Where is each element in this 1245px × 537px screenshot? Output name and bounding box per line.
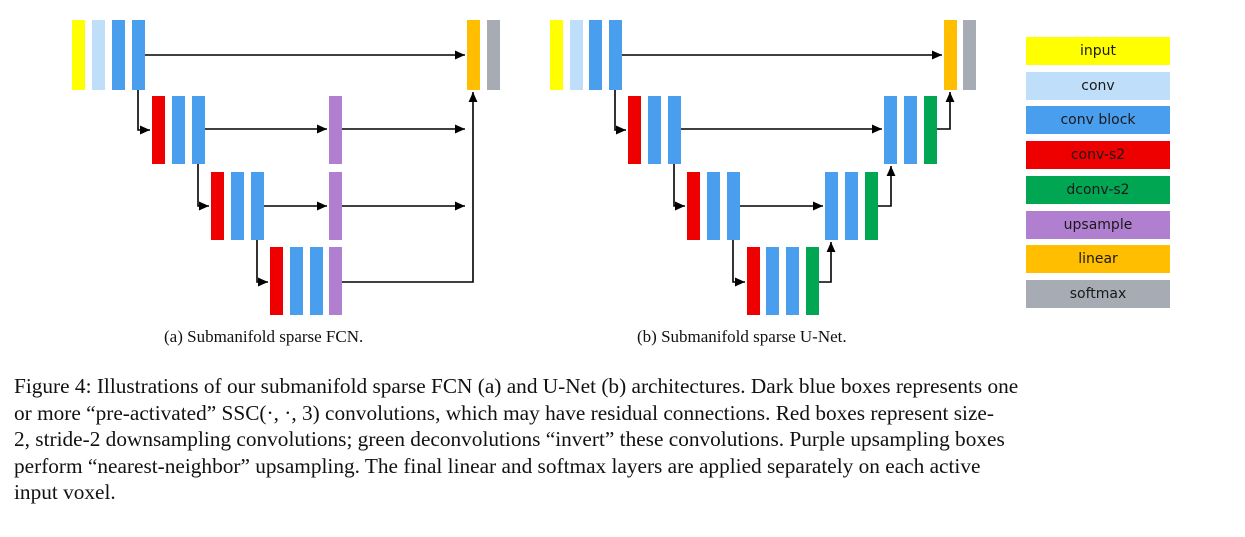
down-arrow	[256, 240, 268, 287]
conv-block-box	[609, 20, 622, 90]
caption-line: perform “nearest-neighbor” upsampling. T…	[14, 453, 981, 478]
caption-line: or more “pre-activated” SSC(·, ·, 3) con…	[14, 400, 994, 425]
linear-box	[467, 20, 480, 90]
caption-line: Figure 4: Illustrations of our submanifo…	[14, 374, 1019, 398]
softmax-box	[963, 20, 976, 90]
conv-block-box	[132, 20, 145, 90]
conv-block-box	[192, 96, 205, 164]
conv-block-box	[290, 247, 303, 315]
input-box	[72, 20, 85, 90]
up-arrow	[819, 242, 836, 283]
conv-box	[570, 20, 583, 90]
legend-input: input	[1026, 37, 1170, 65]
fcn-diagram	[72, 20, 500, 315]
dconv-s2-box	[865, 172, 878, 240]
legend-softmax: softmax	[1026, 279, 1170, 308]
conv-block-box	[727, 172, 740, 240]
caption-line: input voxel.	[14, 480, 116, 505]
architecture-diagrams	[72, 20, 976, 315]
unet-diagram	[550, 20, 976, 315]
up-arrow	[937, 92, 955, 130]
conv-s2-box	[747, 247, 760, 315]
upsample-box	[329, 247, 342, 315]
dconv-s2-box	[806, 247, 819, 315]
merge-arrow	[342, 92, 478, 283]
caption-line: 2, stride-2 downsampling convolutions; g…	[14, 427, 1005, 452]
conv-block-box	[884, 96, 897, 164]
conv-block-box	[707, 172, 720, 240]
conv-block-box	[172, 96, 185, 164]
linear-box	[944, 20, 957, 90]
conv-s2-box	[270, 247, 283, 315]
conv-block-box	[648, 96, 661, 164]
conv-s2-box	[687, 172, 700, 240]
conv-block-box	[766, 247, 779, 315]
conv-block-box	[112, 20, 125, 90]
conv-block-box	[786, 247, 799, 315]
legend-linear: linear	[1026, 245, 1170, 274]
conv-block-box	[251, 172, 264, 240]
figure-caption: Figure 4: Illustrations of our submanifo…	[14, 373, 1230, 506]
down-arrow	[137, 90, 150, 135]
conv-block-box	[904, 96, 917, 164]
conv-box	[92, 20, 105, 90]
conv-s2-box	[152, 96, 165, 164]
dconv-s2-box	[924, 96, 937, 164]
up-arrow	[878, 166, 896, 207]
down-arrow	[614, 90, 626, 135]
conv-s2-box	[628, 96, 641, 164]
down-arrow	[673, 164, 685, 211]
conv-block-box	[310, 247, 323, 315]
conv-block-box	[589, 20, 602, 90]
fcn-subcaption: (a) Submanifold sparse FCN.	[164, 327, 364, 346]
legend-dconv-s2: dconv-s2	[1026, 175, 1170, 204]
conv-block-box	[231, 172, 244, 240]
conv-block-box	[845, 172, 858, 240]
upsample-box	[329, 96, 342, 164]
unet-subcaption: (b) Submanifold sparse U-Net.	[637, 327, 847, 346]
conv-block-box	[825, 172, 838, 240]
down-arrow	[197, 164, 209, 211]
legend-conv-block: conv block	[1026, 106, 1170, 135]
input-box	[550, 20, 563, 90]
down-arrow	[732, 240, 745, 287]
legend-conv-s2: conv-s2	[1026, 141, 1170, 170]
upsample-box	[329, 172, 342, 240]
legend-upsample: upsample	[1026, 210, 1170, 239]
softmax-box	[487, 20, 500, 90]
conv-s2-box	[211, 172, 224, 240]
conv-block-box	[668, 96, 681, 164]
legend-conv: conv	[1026, 71, 1170, 100]
